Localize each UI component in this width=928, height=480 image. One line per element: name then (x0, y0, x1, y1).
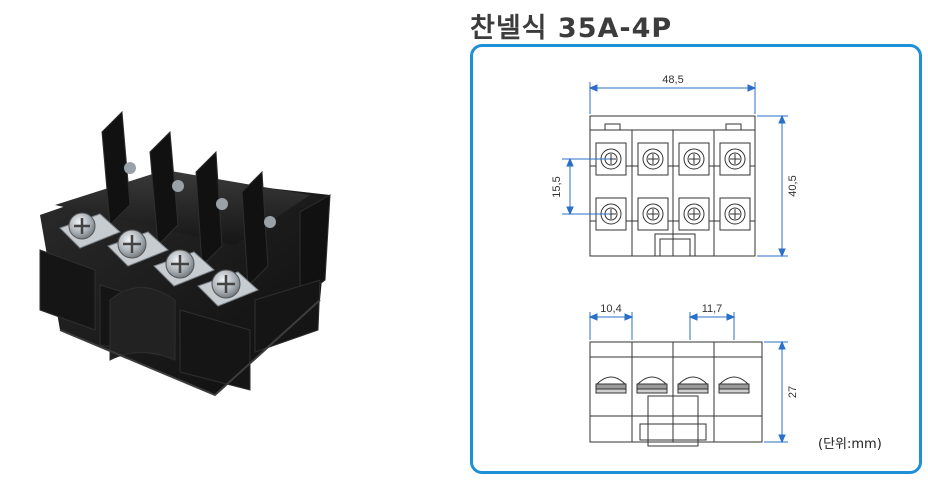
technical-drawing: 48,5 40,5 15,5 (551, 74, 882, 452)
dim-segment-left-label: 10,4 (600, 303, 621, 315)
dim-overall-width-label: 48,5 (662, 74, 683, 86)
unit-label: (단위:mm) (818, 437, 882, 452)
washer-icon (677, 376, 709, 385)
dim-terminal-pitch (562, 157, 610, 216)
screw-heads (68, 212, 241, 299)
screw-icon (724, 148, 746, 170)
mounting-feet (39, 249, 321, 391)
top-view (589, 115, 756, 257)
dim-segment-left (588, 312, 634, 340)
screw-icon (642, 203, 664, 225)
dim-side-height-label: 27 (787, 386, 799, 398)
washer-icon (636, 376, 668, 385)
side-view-terminals (595, 376, 750, 394)
dim-segment-right (688, 312, 736, 340)
screw-icon (683, 203, 705, 225)
washer-icon (718, 376, 750, 385)
product-photo (39, 110, 331, 397)
screw-icon (724, 203, 746, 225)
side-view (589, 341, 763, 447)
side-highlight (59, 299, 321, 397)
dim-overall-width (588, 82, 757, 114)
bottom-row-screws (595, 197, 751, 231)
rear-screws (124, 162, 276, 228)
screw-icon (642, 148, 664, 170)
screw-icon (683, 148, 705, 170)
partition-walls (101, 110, 331, 302)
side-view-outline (589, 341, 763, 443)
product-title: 찬넬식 35A-4P (470, 13, 673, 44)
dim-segment-right-label: 11,7 (702, 303, 723, 315)
dim-overall-height (757, 114, 788, 258)
dim-terminal-pitch-label: 15,5 (551, 176, 563, 197)
dim-overall-height-label: 40,5 (787, 175, 799, 196)
washer-icon (595, 376, 627, 385)
dim-side-height (764, 340, 788, 444)
